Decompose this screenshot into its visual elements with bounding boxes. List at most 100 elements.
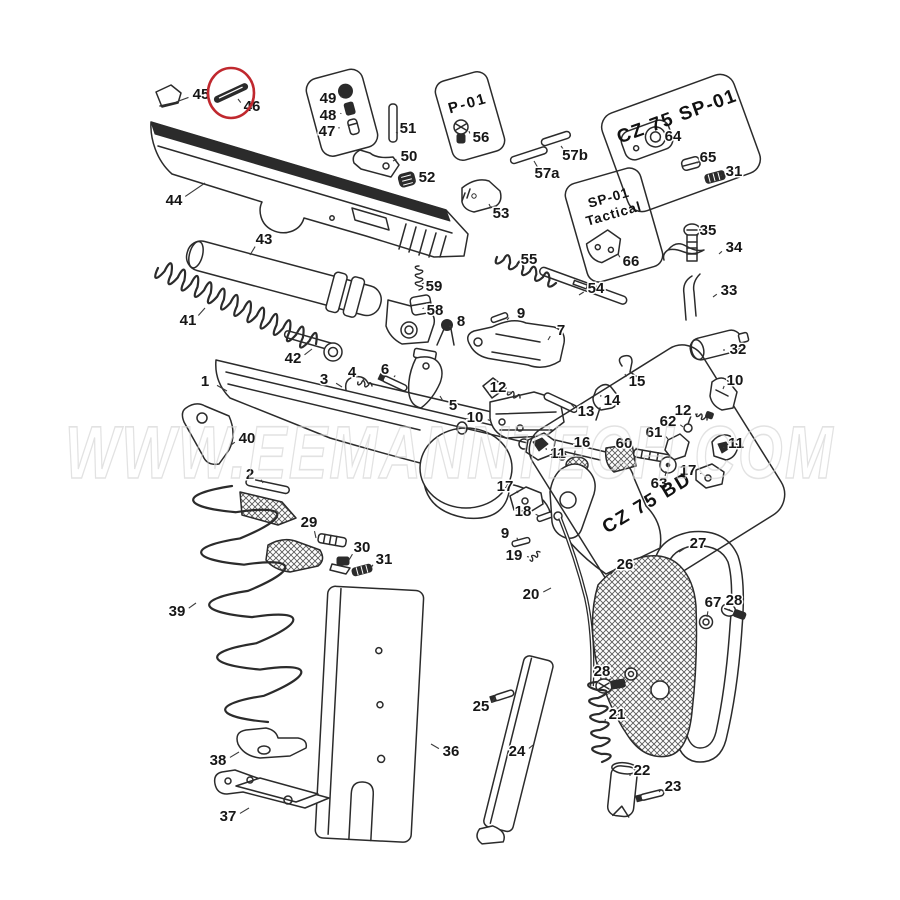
leader-line-31 — [370, 564, 374, 569]
pin-9-lower-drawing — [511, 536, 531, 548]
leader-line-59 — [421, 282, 425, 285]
part-14-drawing — [592, 383, 620, 421]
part-label-6: 6 — [381, 361, 389, 378]
leader-line-56 — [468, 130, 471, 134]
leader-line-54 — [578, 291, 585, 296]
pin-25-drawing — [489, 689, 515, 703]
part-label-32: 32 — [730, 341, 747, 358]
leader-line-3 — [335, 382, 343, 388]
leader-line-50 — [392, 158, 397, 162]
part-32-drawing — [689, 329, 750, 361]
decocker-plate-drawing — [620, 119, 674, 161]
pin-23-drawing — [635, 789, 665, 803]
part-65-drawing — [680, 156, 701, 172]
part-label-44: 44 — [166, 192, 183, 209]
part-label-57b: 57b — [562, 147, 588, 164]
firing-pin-roll-pin-drawing — [388, 103, 398, 143]
part-label-62: 62 — [660, 413, 677, 430]
part-17-mid-drawing — [509, 486, 544, 513]
leader-line-28 — [728, 608, 731, 611]
part-label-55: 55 — [521, 251, 538, 268]
leader-line-9 — [516, 537, 519, 541]
spring-coil — [414, 265, 424, 291]
part-label-27: 27 — [690, 535, 707, 552]
part-label-2: 2 — [246, 466, 254, 483]
leader-line-57a — [533, 160, 539, 168]
leader-line-43 — [249, 246, 256, 256]
leader-line-41 — [197, 307, 206, 316]
part-label-47: 47 — [319, 123, 336, 140]
part-label-12: 12 — [675, 402, 692, 419]
extractor-spring-drawing — [397, 171, 416, 188]
sp01-box — [600, 73, 762, 213]
part-label-59: 59 — [426, 278, 443, 295]
part-label-43: 43 — [256, 231, 273, 248]
part-label-25: 25 — [473, 698, 490, 715]
leader-line-38 — [229, 751, 240, 758]
part-label-22: 22 — [634, 762, 651, 779]
part-label-52: 52 — [419, 169, 436, 186]
frame-drawing — [215, 359, 662, 575]
part-label-24: 24 — [509, 743, 526, 760]
part-label-12: 12 — [490, 379, 507, 396]
highlight-circle-part-46 — [206, 66, 256, 120]
firing-pin-drawing — [539, 266, 628, 305]
leader-line-8 — [449, 325, 452, 328]
leader-line-36 — [430, 743, 440, 750]
part-label-51: 51 — [400, 120, 417, 137]
leader-line-26 — [610, 569, 615, 575]
part-label-7: 7 — [557, 322, 565, 339]
pin-13-drawing — [543, 392, 579, 414]
grip-screw-28-mid-drawing — [595, 667, 638, 694]
part-31-top-drawing — [704, 170, 726, 184]
part-label-66: 66 — [623, 253, 640, 270]
part-label-17: 17 — [680, 462, 697, 479]
slide-drawing — [150, 121, 469, 258]
sear-spring-8-drawing — [436, 319, 455, 346]
leader-line-45 — [175, 96, 189, 103]
part-label-28: 28 — [726, 592, 743, 609]
part-label-1: 1 — [201, 373, 209, 390]
leader-line-31 — [720, 174, 723, 177]
part-label-28: 28 — [594, 663, 611, 680]
leader-line-29 — [313, 531, 317, 539]
leader-line-15 — [624, 373, 627, 378]
part-label-23: 23 — [665, 778, 682, 795]
part-label-16: 16 — [574, 434, 591, 451]
leader-line-62 — [679, 424, 684, 428]
part-label-64: 64 — [665, 128, 682, 145]
part-66-drawing — [585, 229, 622, 264]
part-label-45: 45 — [193, 86, 210, 103]
spring-33-drawing — [682, 273, 701, 321]
tactical-box — [564, 167, 664, 283]
leader-line-39 — [188, 602, 197, 609]
sear-pins-drawing — [509, 130, 572, 165]
part-label-54: 54 — [588, 280, 605, 297]
spring-coil — [695, 413, 708, 421]
leader-line-34 — [718, 250, 723, 255]
part-label-18: 18 — [515, 503, 532, 520]
magazine-drawing — [314, 585, 425, 843]
leader-line-67 — [706, 611, 709, 618]
leader-line-6 — [393, 375, 396, 378]
leader-line-30 — [348, 553, 353, 561]
leader-line-13 — [570, 403, 575, 409]
leader-line-1 — [216, 384, 228, 392]
spring-coil — [192, 484, 303, 724]
part-10-bd-drawing — [709, 377, 738, 411]
part-label-29: 29 — [301, 514, 318, 531]
part-label-26: 26 — [617, 556, 634, 573]
spring-coil — [506, 390, 521, 399]
slide-stop-spring-drawing — [239, 477, 297, 526]
leader-line-49 — [340, 95, 343, 98]
part-11-mid-drawing — [525, 432, 556, 461]
box-label-p01: P-01 — [446, 90, 489, 117]
part-label-33: 33 — [721, 282, 738, 299]
part-label-60: 60 — [616, 435, 633, 452]
spring-plug-22-drawing — [606, 761, 639, 818]
leader-line-61 — [665, 436, 669, 440]
front-sight-pin-drawing — [213, 83, 249, 103]
part-label-48: 48 — [320, 107, 337, 124]
part-label-20: 20 — [523, 586, 540, 603]
washer-67-drawing — [698, 614, 714, 630]
